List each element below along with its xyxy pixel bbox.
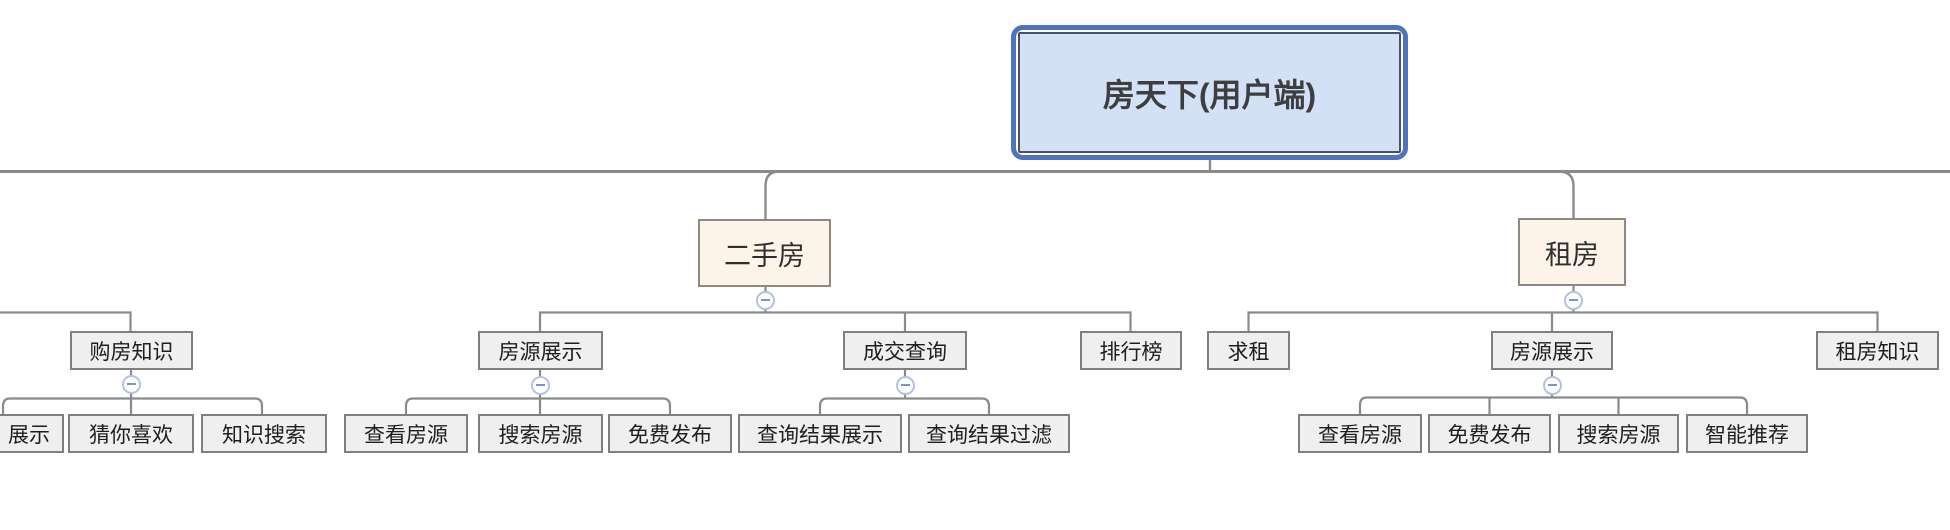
node-label: 租房知识 [1835, 340, 1920, 364]
node-label: 猜你喜欢 [89, 423, 173, 447]
branch-node-zufang[interactable]: 租房 [1518, 218, 1626, 286]
node-label: 查看房源 [1318, 423, 1402, 447]
node-label: 排行榜 [1099, 340, 1163, 364]
node-label: 房源展示 [498, 340, 583, 364]
node-sousuo-fangyuan-left[interactable]: 搜索房源 [478, 414, 603, 453]
node-label: 购房知识 [89, 340, 174, 364]
node-chakan-fangyuan-left[interactable]: 查看房源 [344, 414, 468, 453]
node-zhanshi-partial[interactable]: 展示 [0, 414, 64, 453]
root-node-fangtianxia[interactable]: 房天下(用户端) [1011, 25, 1408, 160]
node-chengjiao-chaxun[interactable]: 成交查询 [843, 331, 967, 370]
collapse-minus-icon [1569, 299, 1578, 301]
node-label: 免费发布 [628, 423, 712, 447]
node-label: 查询结果展示 [757, 423, 883, 447]
collapse-minus-icon [1547, 384, 1557, 386]
node-qiuzu[interactable]: 求租 [1207, 331, 1290, 370]
node-chaxun-jieguo-guolv[interactable]: 查询结果过滤 [908, 414, 1070, 453]
collapse-button-fangyuan-zhanshi-right[interactable] [1542, 375, 1562, 395]
node-label: 智能推荐 [1705, 423, 1789, 447]
collapse-minus-icon [761, 299, 770, 301]
node-label: 成交查询 [863, 340, 947, 364]
node-label: 展示 [8, 423, 50, 447]
node-label: 免费发布 [1447, 423, 1532, 447]
node-label: 查询结果过滤 [926, 423, 1052, 447]
collapse-minus-icon [535, 384, 545, 386]
node-zufang-zhishi[interactable]: 租房知识 [1816, 331, 1939, 370]
collapse-button-ershoufang[interactable] [756, 290, 775, 310]
node-fangyuan-zhanshi-left[interactable]: 房源展示 [478, 331, 603, 370]
branch-node-label: 租房 [1545, 239, 1599, 270]
node-goufang-zhishi[interactable]: 购房知识 [70, 331, 193, 370]
node-label: 搜索房源 [1576, 423, 1661, 447]
node-mianfei-fabu-left[interactable]: 免费发布 [608, 414, 732, 453]
node-chakan-fangyuan-right[interactable]: 查看房源 [1298, 414, 1422, 453]
node-label: 查看房源 [364, 423, 448, 447]
collapse-button-fangyuan-zhanshi-left[interactable] [530, 375, 550, 395]
node-label: 求租 [1227, 340, 1270, 364]
node-cainixihuan[interactable]: 猜你喜欢 [68, 414, 194, 453]
node-mianfei-fabu-right[interactable]: 免费发布 [1428, 414, 1551, 453]
node-chaxun-jieguo-zhanshi[interactable]: 查询结果展示 [738, 414, 902, 453]
branch-node-ershoufang[interactable]: 二手房 [698, 219, 831, 287]
node-zhishi-sousuo[interactable]: 知识搜索 [201, 414, 327, 453]
node-zhineng-tuijian[interactable]: 智能推荐 [1686, 414, 1808, 453]
node-label: 房源展示 [1510, 340, 1594, 364]
root-node-label: 房天下(用户端) [1102, 76, 1317, 113]
node-fangyuan-zhanshi-right[interactable]: 房源展示 [1491, 331, 1613, 370]
node-label: 知识搜索 [222, 423, 306, 447]
collapse-button-zufang[interactable] [1564, 290, 1583, 310]
collapse-button-chengjiao-chaxun[interactable] [895, 375, 915, 395]
branch-node-label: 二手房 [724, 240, 805, 271]
collapse-minus-icon [126, 383, 136, 385]
collapse-minus-icon [900, 384, 910, 386]
collapse-button-goufang-zhishi[interactable] [121, 374, 141, 394]
node-paihangbang[interactable]: 排行榜 [1080, 331, 1182, 370]
node-label: 搜索房源 [498, 423, 583, 447]
node-sousuo-fangyuan-right[interactable]: 搜索房源 [1558, 414, 1679, 453]
